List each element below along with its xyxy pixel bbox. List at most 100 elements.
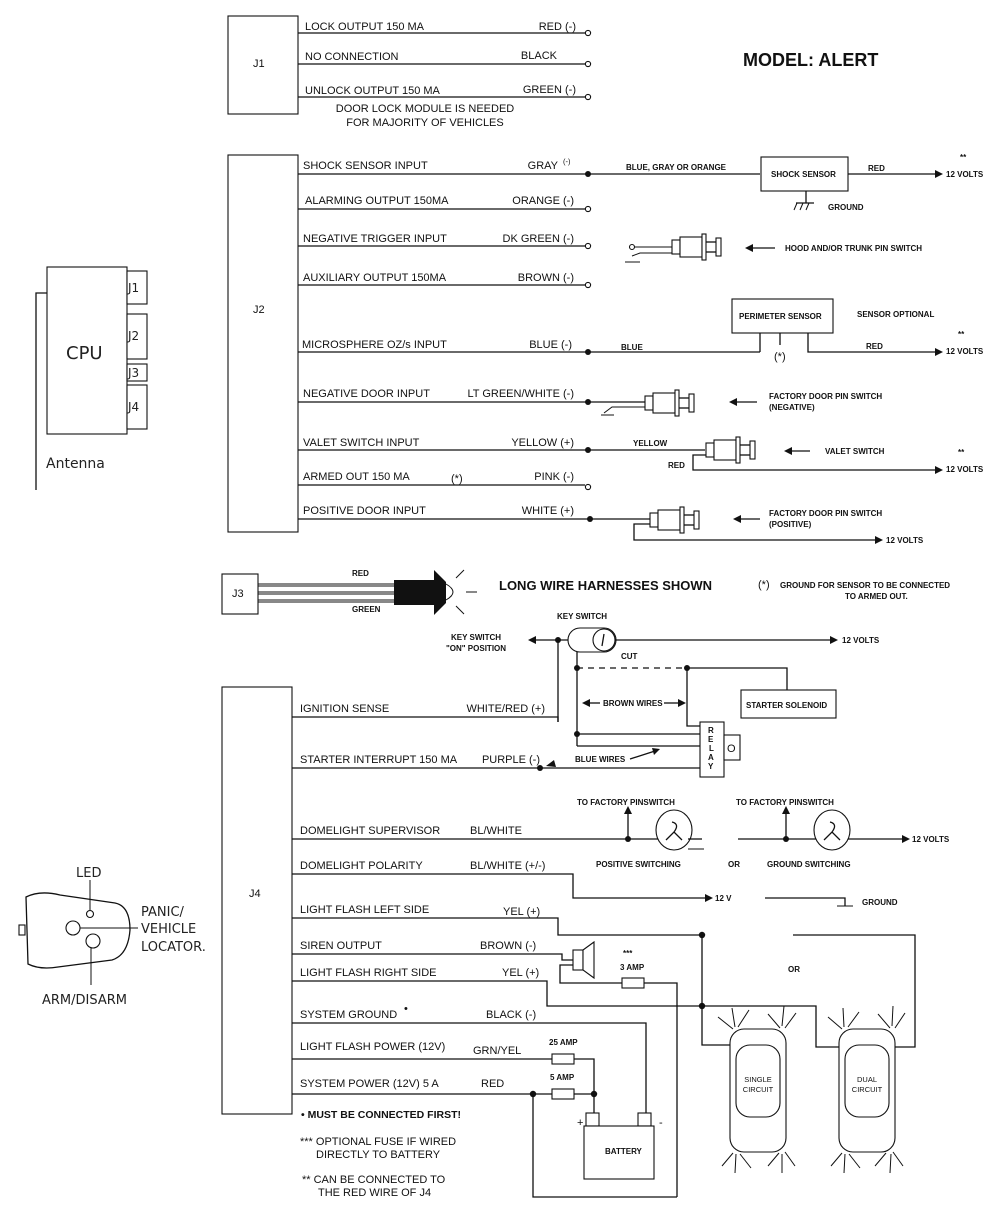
svg-text:GREEN (-): GREEN (-) <box>523 84 576 96</box>
j2-wire-microsphere: MICROSPHERE OZ/s INPUT BLUE (-) BLUE PER… <box>298 298 984 363</box>
hood-pin-switch-icon <box>625 233 722 263</box>
svg-text:BLUE: BLUE <box>621 343 643 352</box>
svg-text:25 AMP: 25 AMP <box>549 1038 578 1047</box>
j3-connector: J3 RED GREEN <box>221 569 477 615</box>
j4-wire-domelight-supervisor: DOMELIGHT SUPERVISOR BL/WHITE TO FACTORY… <box>292 798 950 869</box>
svg-text:(*): (*) <box>774 351 786 363</box>
svg-text:DOMELIGHT SUPERVISOR: DOMELIGHT SUPERVISOR <box>300 825 440 837</box>
svg-text:DOMELIGHT POLARITY: DOMELIGHT POLARITY <box>300 860 423 872</box>
model-title: MODEL: ALERT <box>743 50 878 70</box>
svg-text:(POSITIVE): (POSITIVE) <box>769 520 812 529</box>
svg-text:PINK (-): PINK (-) <box>534 471 574 483</box>
svg-text:E: E <box>708 735 714 744</box>
fuse-3amp <box>621 977 645 989</box>
fuse-25amp <box>551 1053 575 1065</box>
j4-wire-domelight-polarity: DOMELIGHT POLARITY BL/WHITE (+/-) 12 V G… <box>292 860 898 907</box>
svg-text:SINGLE: SINGLE <box>744 1075 772 1084</box>
j2-wire-negative-door: NEGATIVE DOOR INPUT LT GREEN/WHITE (-) F… <box>298 388 882 417</box>
remote-keyring <box>18 924 26 936</box>
svg-text:GRAY: GRAY <box>528 160 559 172</box>
svg-text:A: A <box>708 753 714 762</box>
svg-text:NO CONNECTION: NO CONNECTION <box>305 51 399 63</box>
j2-wire-negative-trigger: NEGATIVE TRIGGER INPUT DK GREEN (-) HOOD… <box>298 233 922 263</box>
cpu-module: CPU J1 J2 J3 J4 Antenna <box>35 266 148 490</box>
cpu-port-j2 <box>126 313 148 360</box>
svg-text:J1: J1 <box>127 281 139 295</box>
svg-text:FACTORY DOOR PIN SWITCH: FACTORY DOOR PIN SWITCH <box>769 392 882 401</box>
svg-text:NEGATIVE DOOR INPUT: NEGATIVE DOOR INPUT <box>303 388 430 400</box>
svg-text:**: ** <box>960 153 967 162</box>
svg-text:KEY SWITCH: KEY SWITCH <box>451 633 501 642</box>
svg-text:12 V: 12 V <box>715 894 732 903</box>
svg-text:L: L <box>709 744 714 753</box>
svg-text:LIGHT FLASH POWER (12V): LIGHT FLASH POWER (12V) <box>300 1041 445 1053</box>
svg-text:R: R <box>708 726 714 735</box>
svg-text:GROUND: GROUND <box>828 203 864 212</box>
svg-text:12 VOLTS: 12 VOLTS <box>946 465 984 474</box>
j2-wire-shock-sensor: SHOCK SENSOR INPUT GRAY (-) BLUE, GRAY O… <box>298 153 984 212</box>
svg-text:GRN/YEL: GRN/YEL <box>473 1045 521 1057</box>
note-optional-fuse-2: DIRECTLY TO BATTERY <box>316 1149 441 1161</box>
dome-light-positive-icon <box>655 809 693 851</box>
panic-label-1: PANIC/ <box>141 905 185 920</box>
svg-text:POSITIVE SWITCHING: POSITIVE SWITCHING <box>596 860 681 869</box>
remote-body <box>25 892 131 969</box>
svg-text:STARTER INTERRUPT 150 MA: STARTER INTERRUPT 150 MA <box>300 754 458 766</box>
svg-text:PURPLE (-): PURPLE (-) <box>482 754 540 766</box>
svg-text:BL/WHITE (+/-): BL/WHITE (+/-) <box>470 860 545 872</box>
svg-text:BLACK: BLACK <box>521 50 558 62</box>
svg-text:**: ** <box>958 448 965 457</box>
ground-note-mark: (*) <box>758 579 770 591</box>
j2-box <box>227 154 299 533</box>
svg-text:(-): (-) <box>563 157 571 166</box>
note-red-wire-1: ** CAN BE CONNECTED TO <box>302 1174 446 1186</box>
svg-text:NEGATIVE TRIGGER INPUT: NEGATIVE TRIGGER INPUT <box>303 233 447 245</box>
svg-text:ARMED OUT 150 MA: ARMED OUT 150 MA <box>303 471 410 483</box>
svg-text:MICROSPHERE OZ/s INPUT: MICROSPHERE OZ/s INPUT <box>302 339 447 351</box>
dome-light-ground-icon <box>813 809 851 851</box>
svg-text:YELLOW (+): YELLOW (+) <box>511 437 574 449</box>
svg-text:BLUE, GRAY OR ORANGE: BLUE, GRAY OR ORANGE <box>626 163 727 172</box>
svg-text:SENSOR OPTIONAL: SENSOR OPTIONAL <box>857 310 934 319</box>
svg-text:12 VOLTS: 12 VOLTS <box>912 835 950 844</box>
note-red-wire-2: THE RED WIRE OF J4 <box>318 1187 431 1199</box>
svg-text:AUXILIARY OUTPUT 150MA: AUXILIARY OUTPUT 150MA <box>303 272 447 284</box>
svg-text:3 AMP: 3 AMP <box>620 963 645 972</box>
svg-text:12 VOLTS: 12 VOLTS <box>946 347 984 356</box>
svg-text:J2: J2 <box>127 329 139 343</box>
j4-wire-starter-interrupt: STARTER INTERRUPT 150 MA PURPLE (-) <box>292 754 700 771</box>
svg-text:J3: J3 <box>232 588 244 600</box>
led-label: LED <box>76 866 101 881</box>
cpu-port-j3 <box>126 363 148 382</box>
svg-text:BLACK (-): BLACK (-) <box>486 1009 536 1021</box>
svg-text:"ON" POSITION: "ON" POSITION <box>446 644 506 653</box>
svg-text:VALET SWITCH: VALET SWITCH <box>825 447 885 456</box>
svg-text:O: O <box>727 743 736 755</box>
svg-text:J3: J3 <box>127 366 139 380</box>
j4-wire-system-power: SYSTEM POWER (12V) 5 A RED 5 AMP <box>292 1073 677 1198</box>
cpu-box <box>46 266 128 435</box>
j2-wire-positive-door: POSITIVE DOOR INPUT WHITE (+) 12 VOLTS F… <box>298 505 924 545</box>
ground-note-1: GROUND FOR SENSOR TO BE CONNECTED <box>780 581 950 590</box>
led-indicator-icon <box>394 569 477 615</box>
svg-text:UNLOCK OUTPUT 150 MA: UNLOCK OUTPUT 150 MA <box>305 85 441 97</box>
svg-text:OR: OR <box>728 860 740 869</box>
svg-text:BLUE WIRES: BLUE WIRES <box>575 755 626 764</box>
svg-text:YEL (+): YEL (+) <box>503 906 540 918</box>
svg-text:OR: OR <box>788 965 800 974</box>
ground-icon <box>793 202 814 211</box>
svg-text:RED: RED <box>352 569 369 578</box>
svg-text:DK GREEN (-): DK GREEN (-) <box>503 233 575 245</box>
j2-wire-valet-switch: VALET SWITCH INPUT YELLOW (+) YELLOW RED… <box>298 436 984 474</box>
svg-text:WHITE/RED (+): WHITE/RED (+) <box>466 703 545 715</box>
svg-text:(*): (*) <box>451 473 463 485</box>
svg-text:PERIMETER SENSOR: PERIMETER SENSOR <box>739 312 822 321</box>
j1-wire-unlock: UNLOCK OUTPUT 150 MA GREEN (-) <box>298 84 592 101</box>
j4-wire-ignition-sense: IGNITION SENSE WHITE/RED (+) <box>292 703 559 722</box>
svg-text:12 VOLTS: 12 VOLTS <box>886 536 924 545</box>
svg-text:RED: RED <box>668 461 685 470</box>
j4-wire-system-ground: SYSTEM GROUND • BLACK (-) <box>292 1003 647 1113</box>
antenna-wire <box>35 292 48 490</box>
arm-disarm-label: ARM/DISARM <box>42 993 127 1008</box>
panic-label-3: LOCATOR. <box>141 940 206 955</box>
